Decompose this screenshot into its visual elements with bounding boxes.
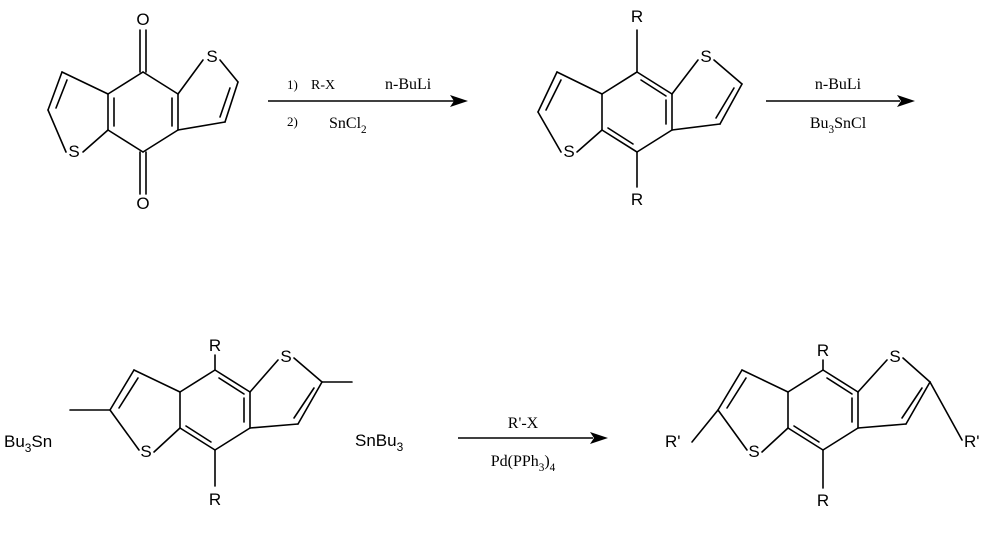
distannyl-bdt-r-bottom: R (209, 490, 221, 509)
dialkyl-bdt-r-bottom: R (631, 190, 643, 209)
dione-sulfur-right: S (206, 47, 217, 66)
dione-sulfur-left: S (68, 142, 79, 161)
compound-dione: O O S S (47, 10, 239, 213)
step-2-reagent-bu3sncl: Bu3SnCl (810, 115, 867, 136)
step-1-reagent-sncl2: SnCl2 (329, 115, 367, 136)
compound-distannyl-bdt: R R S S Bu3Sn SnBu3 (4, 336, 404, 509)
dialkyl-bdt-bonds (537, 29, 743, 188)
distannyl-bdt-sulfur-right: S (280, 347, 291, 366)
dione-oxygen-bottom: O (136, 194, 149, 213)
step-3-reagent-rprime-x: R'-X (508, 415, 539, 432)
product-bdt-sulfur-left: S (748, 442, 759, 461)
step-1-number-2: 2) (287, 114, 298, 129)
compound-dialkyl-bdt: R R S S (537, 7, 743, 209)
product-bdt-rprime-left: R' (665, 432, 681, 451)
product-bdt-rprime-right: R' (964, 432, 980, 451)
step-3-conditions: R'-X Pd(PPh3)4 (491, 415, 556, 474)
distannyl-bdt-snbu3-right: SnBu3 (355, 431, 404, 454)
step-1-reagent-nbuli: n-BuLi (385, 76, 432, 93)
reaction-arrow-3 (458, 432, 608, 444)
step-1-reagent-rx: R-X (311, 78, 335, 93)
distannyl-bdt-r-top: R (209, 336, 221, 355)
product-bdt-r-bottom: R (817, 491, 829, 510)
dialkyl-bdt-sulfur-right: S (700, 47, 711, 66)
step-1-number-1: 1) (287, 77, 298, 92)
dialkyl-bdt-sulfur-left: S (563, 142, 574, 161)
product-bdt-sulfur-right: S (889, 347, 900, 366)
dione-oxygen-top: O (136, 10, 149, 29)
distannyl-bdt-bonds (69, 354, 353, 487)
compound-product-bdt: R R S S R' R' (665, 341, 980, 510)
distannyl-bdt-sulfur-left: S (140, 442, 151, 461)
distannyl-bdt-bu3sn-left: Bu3Sn (4, 432, 52, 455)
reaction-arrow-1 (268, 95, 468, 107)
step-2-conditions: n-BuLi Bu3SnCl (810, 76, 867, 136)
step-3-catalyst-pd-pph3-4: Pd(PPh3)4 (491, 453, 556, 474)
product-bdt-r-top: R (817, 341, 829, 360)
reaction-arrow-2 (766, 95, 915, 107)
step-1-conditions: 1) R-X n-BuLi 2) SnCl2 (287, 76, 432, 136)
step-2-reagent-nbuli: n-BuLi (815, 76, 862, 93)
dione-bonds (47, 29, 239, 195)
dialkyl-bdt-r-top: R (631, 7, 643, 26)
product-bdt-bonds (691, 357, 963, 489)
